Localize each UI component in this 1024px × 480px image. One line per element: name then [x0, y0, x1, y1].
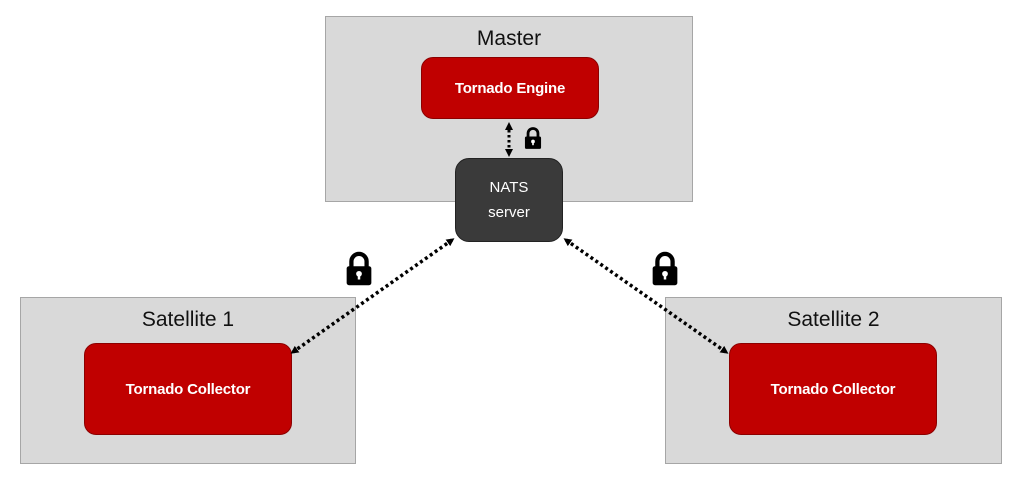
satellite-1-title: Satellite 1 [141, 308, 235, 331]
satellite-2-title: Satellite 2 [787, 308, 880, 331]
nats-server: NATS server [455, 158, 563, 242]
satellite-2-box: Satellite 2 Tornado Collector [665, 297, 1002, 464]
tornado-collector-1: Tornado Collector [84, 343, 292, 435]
nats-server-label: server [488, 204, 530, 221]
tornado-engine: Tornado Engine [421, 57, 599, 119]
nats-label: NATS [489, 179, 529, 196]
master-title: Master [476, 27, 542, 50]
tornado-collector-2: Tornado Collector [729, 343, 937, 435]
satellite-1-box: Satellite 1 Tornado Collector [20, 297, 356, 464]
lock-icon [347, 254, 372, 285]
lock-icon [653, 254, 678, 285]
